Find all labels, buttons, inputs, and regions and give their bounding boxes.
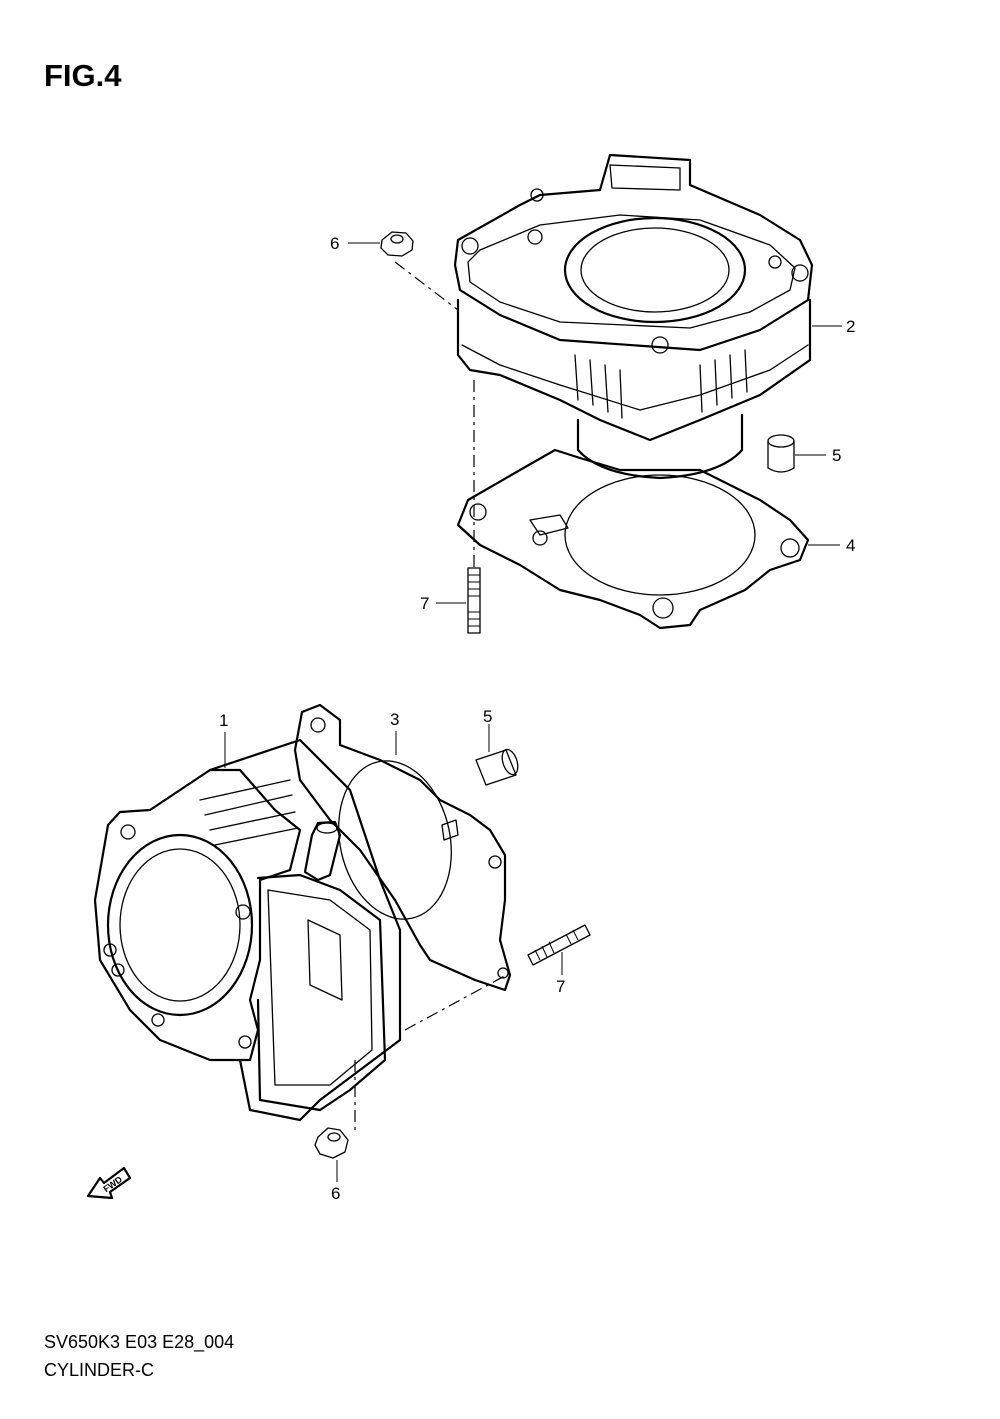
dowel-pin-part-5-top (767, 434, 795, 473)
cylinder-rear-part-2 (453, 153, 814, 480)
nut-part-6-bottom (314, 1127, 349, 1159)
dowel-pin-part-5-bottom (475, 748, 519, 786)
callout-1: 1 (219, 711, 228, 730)
callout-7-bottom: 7 (556, 977, 565, 996)
diagram-name: CYLINDER-C (44, 1360, 155, 1380)
head-gasket-part-3 (293, 703, 512, 992)
callout-7-top: 7 (420, 594, 429, 613)
nut-part-6-top (380, 231, 414, 257)
callout-4: 4 (846, 536, 855, 555)
base-gasket-part-4 (456, 448, 810, 630)
stud-bolt-part-7-bottom (527, 924, 591, 966)
figure-title: FIG.4 (44, 58, 122, 93)
callout-5-top: 5 (832, 446, 841, 465)
fwd-arrow-icon (86, 1166, 132, 1200)
cylinder-front-part-1 (93, 738, 402, 1122)
callout-5-bottom: 5 (483, 707, 492, 726)
stud-bolt-part-7-top (467, 567, 481, 634)
assembly-line-bottom-stud (404, 972, 511, 1031)
assembly-line-top-nut (394, 261, 459, 311)
diagram-code: SV650K3 E03 E28_004 (44, 1332, 235, 1352)
callout-6-bottom: 6 (331, 1184, 340, 1203)
callout-6-top: 6 (330, 234, 339, 253)
callout-2: 2 (846, 317, 855, 336)
callout-3: 3 (390, 710, 399, 729)
